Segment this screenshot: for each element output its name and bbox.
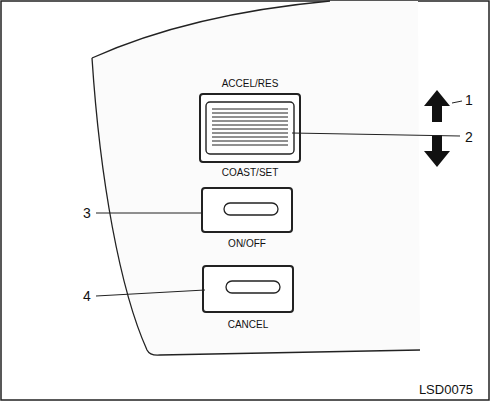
rocker-switch: [200, 94, 300, 162]
switch-label: COAST/SET: [222, 168, 279, 178]
callout-number: 3: [83, 206, 91, 220]
rocker-ridges: [212, 108, 288, 148]
switch-label: ACCEL/RES: [222, 79, 279, 89]
panel-outline: [92, 58, 420, 355]
cancel-button: [226, 281, 280, 293]
button-label: ON/OFF: [228, 239, 266, 249]
callout-number: 1: [465, 93, 473, 107]
figure-code: LSD0075: [419, 383, 473, 396]
down-arrow: [424, 135, 450, 167]
callout-number: 2: [465, 130, 473, 144]
leader-line: [96, 213, 203, 214]
up-arrow: [424, 90, 450, 122]
button-label: CANCEL: [228, 320, 269, 330]
cancel-button: [203, 266, 293, 312]
panel-fill: [92, 1, 420, 355]
rocker-switch: [206, 102, 294, 154]
on-off-button: [224, 203, 278, 215]
on-off-button: [202, 188, 292, 232]
panel-outline: [92, 1, 330, 58]
leader-line: [452, 101, 462, 103]
leader-line: [292, 133, 460, 136]
callout-number: 4: [83, 289, 91, 303]
leader-line: [96, 290, 205, 296]
